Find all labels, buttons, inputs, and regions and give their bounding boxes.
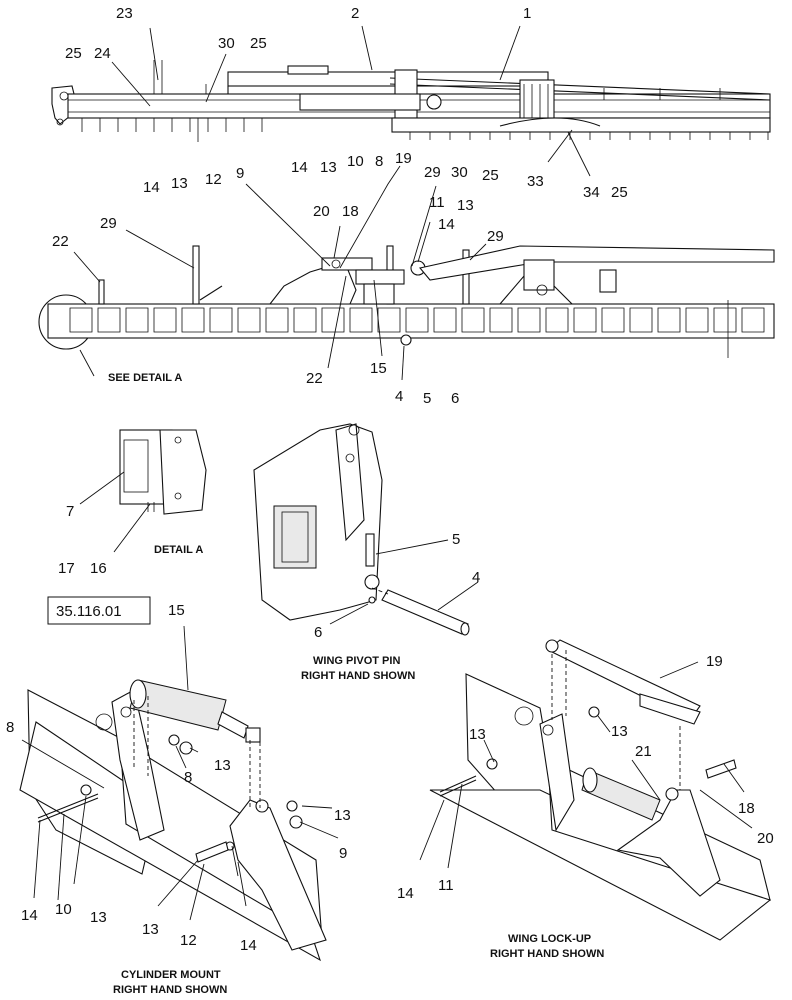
callout-13: 13 (214, 757, 231, 774)
callout-22: 22 (52, 233, 69, 250)
callout-6: 6 (451, 390, 459, 407)
callout-16: 16 (90, 560, 107, 577)
front-view (38, 245, 775, 358)
callout-14: 14 (143, 179, 160, 196)
callout-25: 25 (482, 167, 499, 184)
callout-13: 13 (457, 197, 474, 214)
callout-10: 10 (347, 153, 364, 170)
callout-4: 4 (395, 388, 403, 405)
callout-34: 34 (583, 184, 600, 201)
callout-15: 15 (168, 602, 185, 619)
callout-13: 13 (334, 807, 351, 824)
callout-17: 17 (58, 560, 75, 577)
top-view (51, 60, 771, 142)
see-detail-caption: SEE DETAIL A (108, 372, 182, 384)
callout-8: 8 (6, 719, 14, 736)
callout-20: 20 (313, 203, 330, 220)
callout-5: 5 (423, 390, 431, 407)
callout-19: 19 (706, 653, 723, 670)
callout-22: 22 (306, 370, 323, 387)
cylinder-caption-line2: RIGHT HAND SHOWN (113, 984, 227, 996)
lockup-caption-line1: WING LOCK-UP (508, 933, 591, 945)
callout-1: 1 (523, 5, 531, 22)
callout-8: 8 (184, 769, 192, 786)
callout-14: 14 (291, 159, 308, 176)
wing-lockup-view (429, 639, 772, 941)
pivot-caption-line1: WING PIVOT PIN (313, 655, 400, 667)
callout-7: 7 (66, 503, 74, 520)
callout-8: 8 (375, 153, 383, 170)
cylinder-caption-line1: CYLINDER MOUNT (121, 969, 221, 981)
callout-13: 13 (171, 175, 188, 192)
callout-29: 29 (487, 228, 504, 245)
callout-13: 13 (469, 726, 486, 743)
pivot-pin-view (253, 423, 470, 636)
callout-4: 4 (472, 569, 480, 586)
reference-box-label: 35.116.01 (56, 603, 122, 620)
pivot-caption-line2: RIGHT HAND SHOWN (301, 670, 415, 682)
callout-14: 14 (21, 907, 38, 924)
callout-14: 12 (180, 932, 197, 949)
callout-12: 12 (205, 171, 222, 188)
callout-29: 29 (100, 215, 117, 232)
callout-20: 20 (757, 830, 774, 847)
callout-14: 14 (438, 216, 455, 233)
leader-lines (21, 25, 753, 921)
lockup-caption-line2: RIGHT HAND SHOWN (490, 948, 604, 960)
callout-33: 33 (527, 173, 544, 190)
callout-11: 11 (429, 194, 445, 211)
callout-12: 13 (142, 921, 159, 938)
callout-14: 14 (397, 885, 414, 902)
callout-30: 30 (451, 164, 468, 181)
callout-13: 13 (90, 909, 107, 926)
detail-a-caption: DETAIL A (154, 544, 203, 556)
callout-24: 24 (94, 45, 111, 62)
callout-9: 9 (236, 165, 244, 182)
callout-29: 29 (424, 164, 441, 181)
callout-18: 18 (738, 800, 755, 817)
callout-9: 9 (339, 845, 347, 862)
callout-19: 19 (395, 150, 412, 167)
callout-6: 6 (314, 624, 322, 641)
callout-13: 13 (611, 723, 628, 740)
callout-numbers: 23 2 1 25 24 30 25 14 13 10 8 19 29 30 2… (6, 5, 774, 954)
callout-25: 25 (611, 184, 628, 201)
callout-18: 18 (342, 203, 359, 220)
callout-30: 30 (218, 35, 235, 52)
callout-10: 10 (55, 901, 72, 918)
cylinder-mount-view (19, 679, 327, 962)
reference-box[interactable]: 35.116.01 (47, 596, 151, 625)
callout-13: 13 (320, 159, 337, 176)
callout-2: 2 (351, 5, 359, 22)
callout-23: 23 (116, 5, 133, 22)
callout-25: 25 (250, 35, 267, 52)
callout-9: 14 (240, 937, 257, 954)
callout-21: 21 (635, 743, 652, 760)
callout-15: 15 (370, 360, 387, 377)
callout-11: 11 (438, 877, 454, 894)
callout-5: 5 (452, 531, 460, 548)
callout-25: 25 (65, 45, 82, 62)
detail-a-view (119, 429, 207, 515)
